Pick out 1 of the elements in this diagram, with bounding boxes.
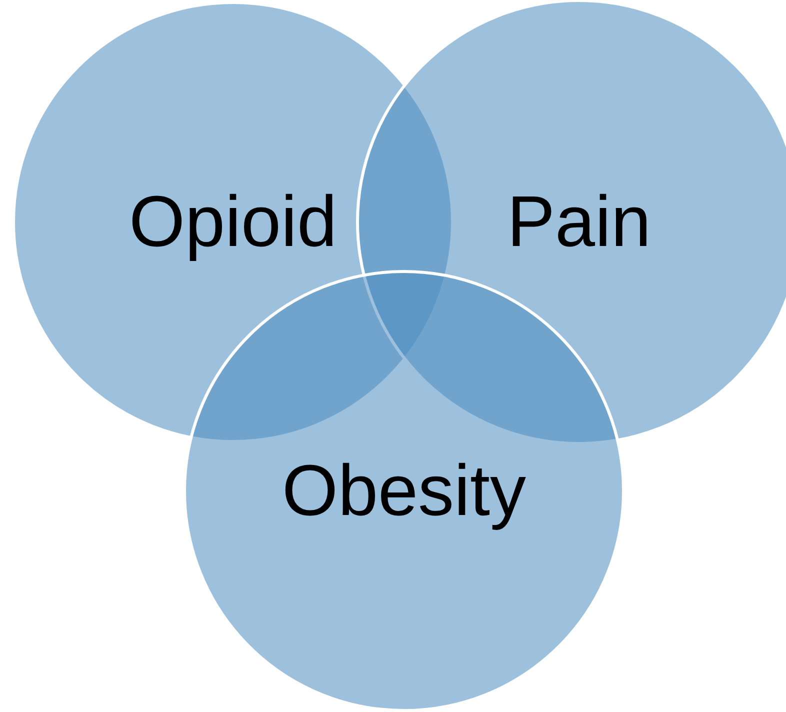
circle-label: Pain [506,186,652,258]
